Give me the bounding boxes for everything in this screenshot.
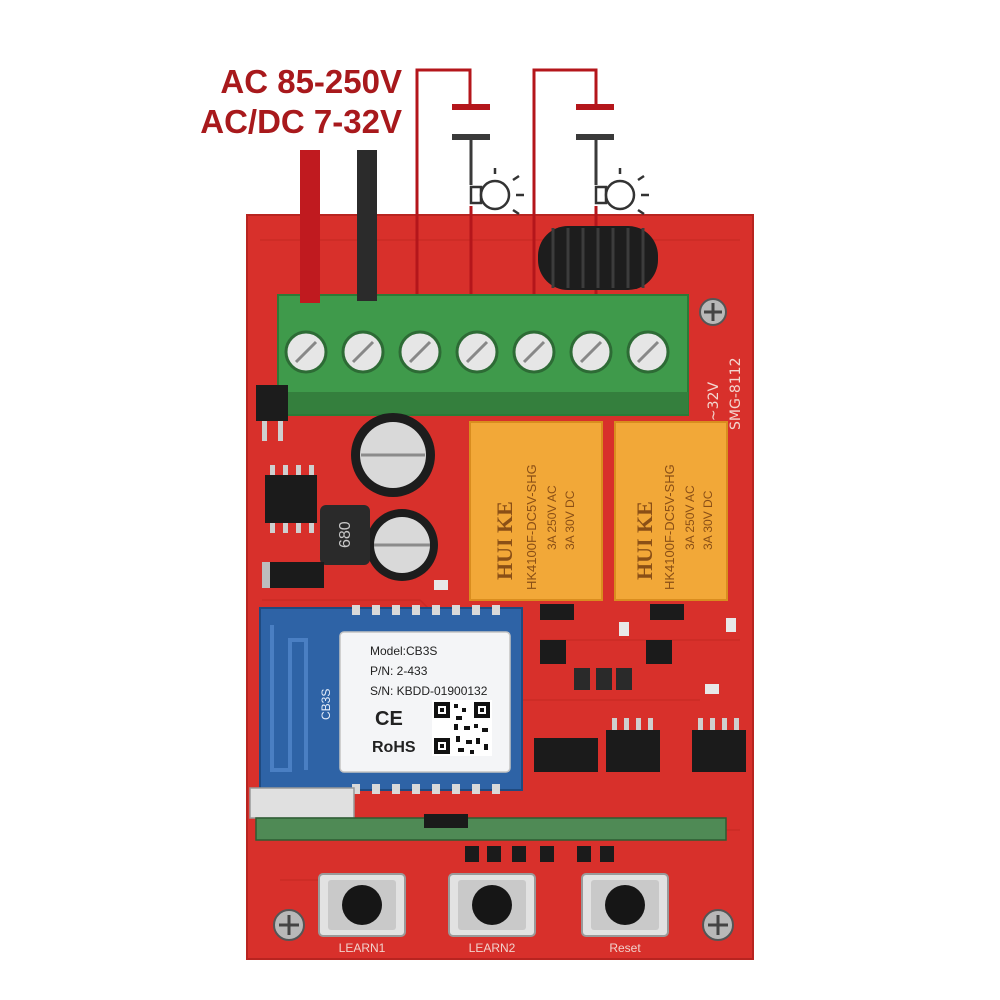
learn2-button[interactable]: LEARN2 — [448, 873, 536, 955]
voltage-heading-ac: AC 85-250V — [220, 63, 402, 100]
wifi-module: CB3S Model:CB3S P/N: 2-433 S/N: KBDD-019… — [259, 605, 523, 794]
learn2-label: LEARN2 — [469, 941, 516, 955]
relay-brand: HUI KE — [632, 501, 657, 580]
relay-part: HK4100F-DC5V-SHG — [524, 464, 539, 590]
ce-mark: CE — [375, 708, 403, 730]
transistor — [646, 640, 672, 664]
relay-part: HK4100F-DC5V-SHG — [662, 464, 677, 590]
module-model: Model:CB3S — [370, 644, 437, 658]
rohs-mark: RoHS — [372, 739, 416, 756]
mounting-screw — [699, 298, 727, 326]
inductor: 680 — [320, 505, 370, 565]
learn1-button[interactable]: LEARN1 — [318, 873, 406, 955]
antenna-coil — [538, 226, 658, 290]
mounting-screw — [273, 909, 305, 941]
inductor-label: 680 — [337, 521, 354, 548]
ic-chip — [534, 738, 598, 772]
board-model-silk: SMG-8112 — [728, 358, 744, 431]
ic-chip — [692, 718, 746, 772]
terminal-screw — [455, 330, 499, 374]
transistor — [540, 604, 574, 620]
ic-chip — [265, 465, 317, 533]
electrolytic-capacitor — [351, 413, 435, 497]
bulb-icon — [469, 168, 524, 216]
relay-1: HUI KE HK4100F-DC5V-SHG 3A 250V AC 3A 30… — [469, 421, 603, 601]
terminal-screw — [398, 330, 442, 374]
resistor — [596, 668, 612, 690]
load-circuit-1 — [415, 68, 524, 340]
module-sn: S/N: KBDD-01900132 — [370, 684, 488, 698]
terminal-block — [277, 283, 689, 416]
learn1-label: LEARN1 — [339, 941, 386, 955]
module-pn: P/N: 2-433 — [370, 664, 428, 678]
relay-rating-dc: 3A 30V DC — [701, 490, 715, 550]
regulator-chip — [256, 385, 288, 441]
resistor — [616, 668, 632, 690]
status-led — [726, 618, 736, 632]
relay-rating-ac: 3A 250V AC — [545, 485, 559, 550]
relay-rating-ac: 3A 250V AC — [683, 485, 697, 550]
transistor — [540, 640, 566, 664]
terminal-screw — [569, 330, 613, 374]
diode — [262, 562, 324, 588]
relay-rating-dc: 3A 30V DC — [563, 490, 577, 550]
relay-brand: HUI KE — [492, 501, 517, 580]
terminal-screw — [626, 330, 670, 374]
ic-chip — [606, 718, 660, 772]
transistor — [650, 604, 684, 620]
status-led — [705, 684, 719, 694]
capacitor-icon — [576, 104, 614, 140]
rf-receiver-board — [255, 814, 727, 841]
capacitor-icon — [452, 104, 490, 140]
terminal-screw — [284, 330, 328, 374]
crystal — [249, 787, 355, 819]
terminal-screw — [341, 330, 385, 374]
reset-button[interactable]: Reset — [581, 873, 669, 955]
resistor — [574, 668, 590, 690]
status-led — [434, 580, 448, 590]
electrolytic-capacitor — [366, 509, 438, 581]
mounting-screw — [702, 909, 734, 941]
antenna-label: CB3S — [319, 689, 333, 720]
module-pads — [352, 605, 500, 794]
bulb-icon — [594, 168, 649, 216]
qr-code — [432, 700, 492, 756]
reset-label: Reset — [609, 941, 641, 955]
smd-components — [465, 846, 614, 862]
status-led — [619, 622, 629, 636]
voltage-heading-acdc: AC/DC 7-32V — [200, 103, 402, 140]
terminal-screw — [512, 330, 556, 374]
relay-2: HUI KE HK4100F-DC5V-SHG 3A 250V AC 3A 30… — [614, 421, 728, 601]
voltage-silk: 7~32V — [706, 382, 722, 430]
power-wires — [300, 150, 377, 302]
